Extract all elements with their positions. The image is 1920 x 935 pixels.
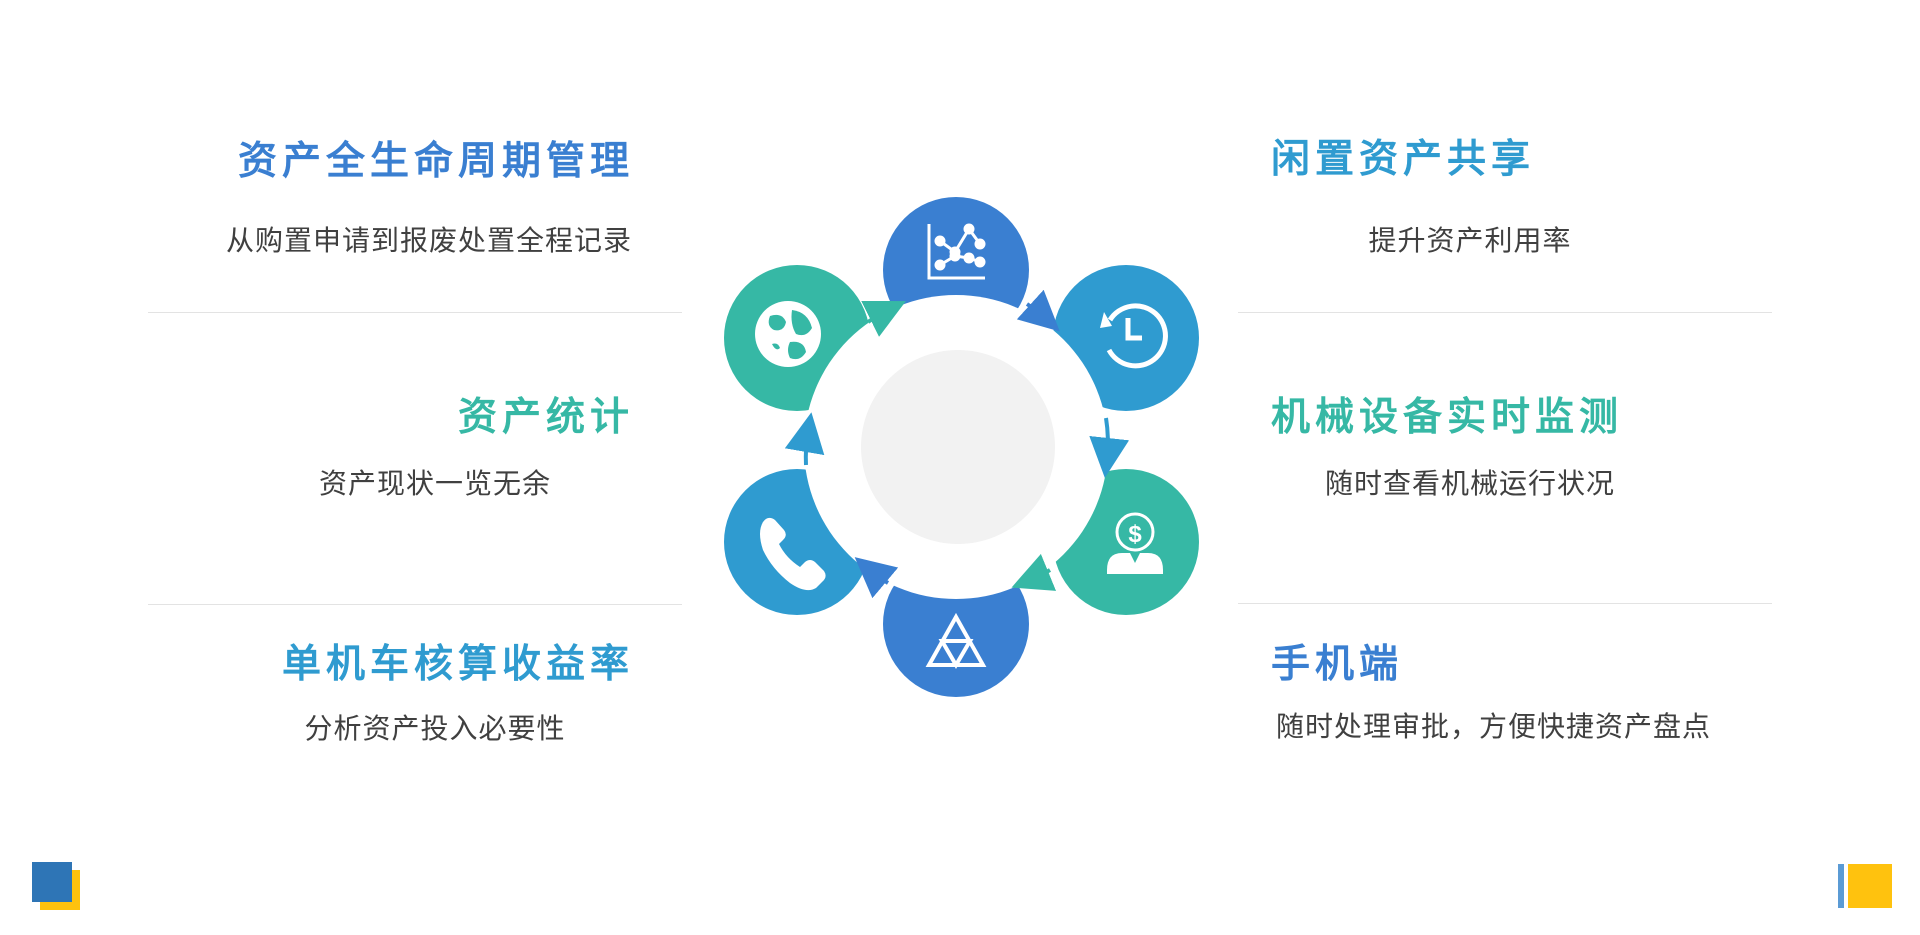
statistics-desc: 资产现状一览无余	[318, 467, 551, 500]
triangle-icon	[925, 612, 987, 669]
monitoring-desc: 随时查看机械运行状况	[1324, 467, 1615, 500]
money-person-icon: $	[1107, 512, 1163, 574]
history-clock-icon	[1100, 303, 1168, 369]
globe-icon	[755, 301, 821, 367]
corner-square-yellow-right	[1848, 864, 1892, 908]
phone-icon	[760, 517, 826, 591]
mobile-desc: 随时处理审批，方便快捷资产盘点	[1276, 710, 1712, 743]
arrow-1	[1016, 289, 1060, 332]
profit-title: 单机车核算收益率	[281, 642, 634, 687]
left-divider-top	[148, 312, 682, 313]
mobile-title: 手机端	[1271, 642, 1404, 687]
statistics-title: 资产统计	[457, 395, 634, 440]
right-divider-bottom	[1238, 603, 1772, 604]
arrow-5	[784, 412, 825, 466]
corner-square-blue-left	[32, 862, 72, 902]
arrow-6	[861, 301, 906, 337]
left-divider-bottom	[148, 604, 682, 605]
line-chart-icon	[927, 223, 986, 280]
lifecycle-title: 资产全生命周期管理	[237, 139, 634, 184]
monitoring-title: 机械设备实时监测	[1271, 395, 1624, 440]
sharing-title: 闲置资产共享	[1271, 137, 1536, 182]
svg-text:$: $	[1128, 521, 1142, 548]
center-circle	[861, 350, 1055, 544]
sharing-desc: 提升资产利用率	[1368, 224, 1572, 257]
right-divider-top	[1238, 312, 1772, 313]
arrow-2	[1089, 417, 1130, 478]
arrow-3	[1011, 553, 1057, 591]
corner-bar-blue-right	[1838, 864, 1844, 908]
profit-desc: 分析资产投入必要性	[304, 712, 566, 745]
lifecycle-desc: 从购置申请到报废处置全程记录	[225, 224, 632, 257]
arrow-4	[854, 557, 899, 599]
